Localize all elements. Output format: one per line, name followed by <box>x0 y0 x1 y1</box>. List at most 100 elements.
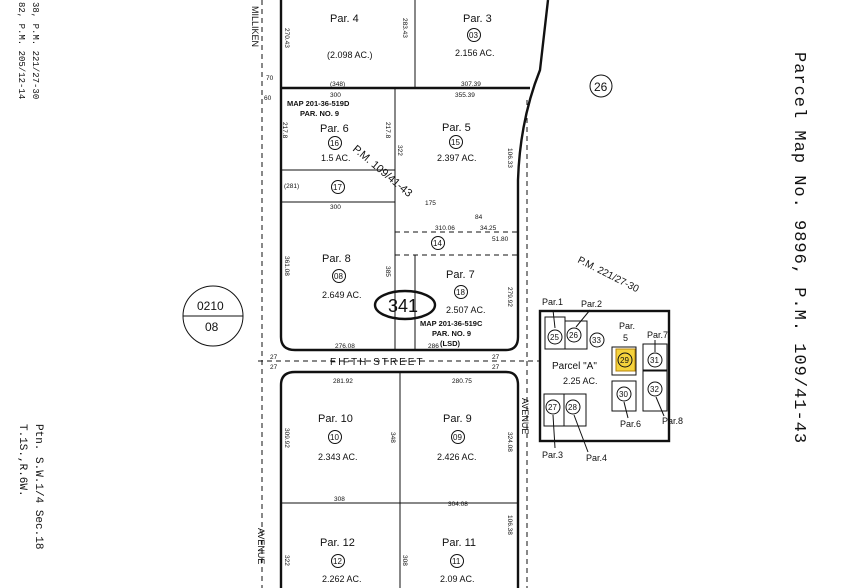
svg-text:30: 30 <box>619 390 628 399</box>
svg-text:280.75: 280.75 <box>452 378 472 385</box>
svg-text:17: 17 <box>333 183 342 192</box>
svg-text:29: 29 <box>620 356 629 365</box>
avenue-label: AVENUE <box>520 398 530 434</box>
svg-text:10: 10 <box>330 433 339 442</box>
svg-text:Par. 10: Par. 10 <box>318 413 353 425</box>
svg-text:Par. 8: Par. 8 <box>322 253 351 265</box>
svg-text:16: 16 <box>330 139 339 148</box>
svg-text:106.38: 106.38 <box>506 515 513 535</box>
adjacent-parcel-26[interactable]: 26 <box>589 74 613 98</box>
svg-text:2.397 AC.: 2.397 AC. <box>437 153 477 163</box>
svg-text:324.08: 324.08 <box>506 432 513 452</box>
svg-text:27: 27 <box>270 364 278 371</box>
inset-circle-27: 27 <box>545 399 561 415</box>
map-ref-top-2: PAR. NO. 9 <box>300 109 339 118</box>
svg-text:09: 09 <box>453 433 462 442</box>
svg-text:2.343 AC.: 2.343 AC. <box>318 452 358 462</box>
svg-text:309.92: 309.92 <box>283 428 290 448</box>
svg-text:2.262 AC.: 2.262 AC. <box>322 574 362 584</box>
svg-text:Parcel "A": Parcel "A" <box>552 361 597 372</box>
svg-text:31: 31 <box>650 356 659 365</box>
svg-text:Par.3: Par.3 <box>542 450 563 460</box>
parcel-7[interactable]: Par. 7 18 2.507 AC. <box>446 269 486 315</box>
svg-text:300: 300 <box>330 92 341 99</box>
svg-text:Par.8: Par.8 <box>662 416 683 426</box>
svg-text:32: 32 <box>650 385 659 394</box>
parcel-14[interactable]: 14 <box>431 236 445 250</box>
dimensions: (348) 307.39 300 355.39 (281) 300 175 84… <box>264 18 513 566</box>
svg-text:286: 286 <box>428 343 439 350</box>
svg-text:Par. 7: Par. 7 <box>446 269 475 281</box>
parcel-11[interactable]: Par. 11 11 2.09 AC. <box>440 537 476 584</box>
svg-text:Par.4: Par.4 <box>586 453 607 463</box>
svg-text:2.09 AC.: 2.09 AC. <box>440 574 475 584</box>
map-title: Parcel Map No. 9896, P.M. 109/41-43 <box>789 52 808 445</box>
svg-text:Par.: Par. <box>619 321 635 331</box>
page-number: 341 <box>388 296 418 316</box>
svg-text:Par. 4: Par. 4 <box>330 13 359 25</box>
fifth-street-label: FIFTH STREET <box>330 357 425 368</box>
svg-text:2.507 AC.: 2.507 AC. <box>446 305 486 315</box>
svg-text:279.92: 279.92 <box>506 287 513 307</box>
svg-text:385: 385 <box>384 266 391 277</box>
parcel-3[interactable]: Par. 3 03 2.156 AC. <box>455 13 495 58</box>
svg-text:Par. 3: Par. 3 <box>463 13 492 25</box>
svg-text:34.25: 34.25 <box>480 225 497 232</box>
svg-text:Par. 9: Par. 9 <box>443 413 472 425</box>
inset-circle-28: 28 <box>565 399 581 415</box>
svg-text:26: 26 <box>569 331 578 340</box>
svg-text:304.08: 304.08 <box>448 501 468 508</box>
inset-circle-25: 25 <box>547 329 563 345</box>
inset-circle-31: 31 <box>647 352 663 368</box>
svg-text:322: 322 <box>283 555 290 566</box>
svg-text:26: 26 <box>594 80 608 94</box>
left-ref-1: 38, P.M. 221/27-30 <box>30 2 40 100</box>
svg-text:355.39: 355.39 <box>455 92 475 99</box>
svg-text:08: 08 <box>334 272 343 281</box>
parcel-4[interactable]: Par. 4 (2.098 AC.) <box>327 13 373 60</box>
map-ref-mid-1: MAP 201-36-519C <box>420 319 483 328</box>
svg-text:27: 27 <box>492 354 500 361</box>
parcel-10[interactable]: Par. 10 10 2.343 AC. <box>318 413 358 462</box>
parcel-6[interactable]: Par. 6 16 1.5 AC. <box>320 123 351 163</box>
milliken-label: MILLIKEN <box>250 6 260 47</box>
svg-text:84: 84 <box>475 214 483 221</box>
parcel-8[interactable]: Par. 8 08 2.649 AC. <box>322 253 362 300</box>
svg-text:25: 25 <box>550 333 559 342</box>
svg-text:03: 03 <box>469 31 478 40</box>
svg-text:08: 08 <box>205 320 219 334</box>
svg-text:217.8: 217.8 <box>281 122 288 139</box>
svg-text:281.92: 281.92 <box>333 378 353 385</box>
svg-text:11: 11 <box>452 557 461 566</box>
svg-text:307.39: 307.39 <box>461 81 481 88</box>
parcel-17[interactable]: 17 <box>331 180 345 194</box>
svg-text:2.25 AC.: 2.25 AC. <box>563 376 598 386</box>
svg-text:2.156 AC.: 2.156 AC. <box>455 48 495 58</box>
svg-text:14: 14 <box>433 239 442 248</box>
svg-text:276.08: 276.08 <box>335 343 355 350</box>
svg-text:60: 60 <box>264 95 272 102</box>
svg-text:70: 70 <box>266 75 274 82</box>
svg-text:348: 348 <box>389 432 396 443</box>
svg-text:27: 27 <box>492 364 500 371</box>
svg-text:51.80: 51.80 <box>492 236 509 243</box>
svg-text:217.8: 217.8 <box>384 122 391 139</box>
svg-text:27: 27 <box>270 354 278 361</box>
svg-text:0210: 0210 <box>197 299 224 313</box>
inset-circle-33: 33 <box>589 332 605 348</box>
township-line-2: T.1S.,R.6W. <box>16 424 28 497</box>
svg-text:(281): (281) <box>284 183 299 190</box>
avenue-bottom-label: AVENUE <box>256 528 266 564</box>
svg-text:308: 308 <box>401 555 408 566</box>
svg-text:12: 12 <box>333 557 342 566</box>
inset-circle-32: 32 <box>647 381 663 397</box>
inset-circle-29: 29 <box>617 352 633 368</box>
map-ref-mid-2: PAR. NO. 9 <box>432 329 471 338</box>
parcel-5[interactable]: Par. 5 15 2.397 AC. <box>437 122 477 163</box>
svg-text:2.649 AC.: 2.649 AC. <box>322 290 362 300</box>
parcel-12[interactable]: Par. 12 12 2.262 AC. <box>320 537 362 584</box>
svg-text:300: 300 <box>330 204 341 211</box>
svg-text:Par.1: Par.1 <box>542 297 563 307</box>
parcel-9[interactable]: Par. 9 09 2.426 AC. <box>437 413 477 462</box>
